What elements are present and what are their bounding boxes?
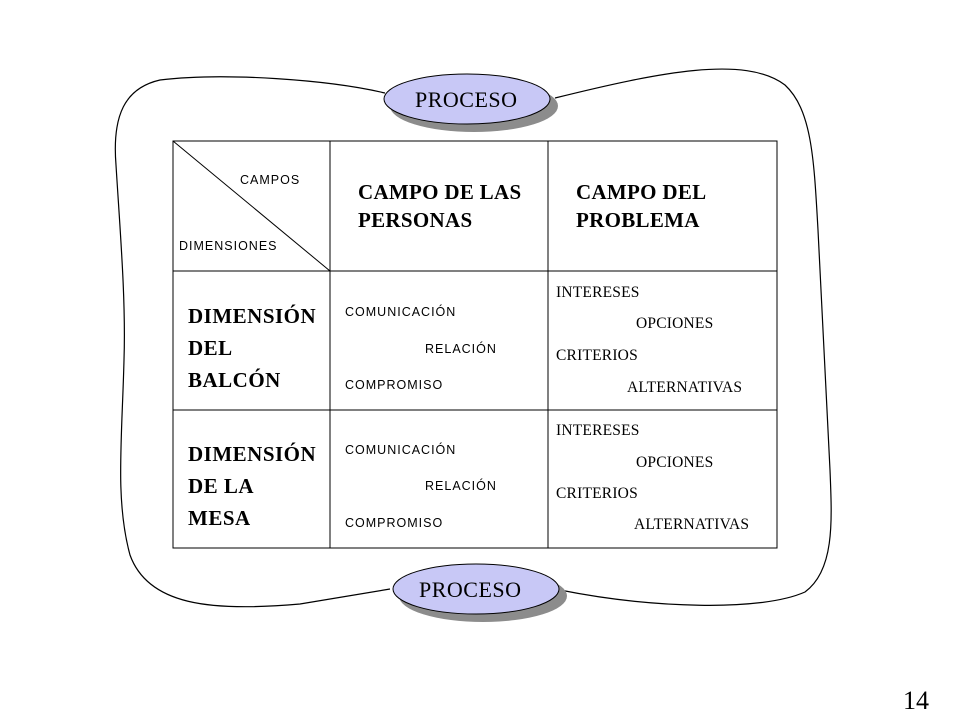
column-header-personas-line-2: PERSONAS	[358, 208, 473, 232]
row-header-balcon: DIMENSIÓN DEL BALCÓN	[188, 300, 316, 396]
proceso-bottom-shape	[392, 563, 567, 622]
row-header-balcon-line-1: DIMENSIÓN	[188, 304, 317, 328]
balcon-intereses: INTERESES	[556, 284, 640, 301]
mesa-relacion: RELACIÓN	[425, 479, 497, 493]
mesa-criterios: CRITERIOS	[556, 485, 638, 502]
row-header-mesa-line-3: MESA	[188, 506, 251, 530]
balcon-opciones: OPCIONES	[636, 315, 714, 332]
proceso-top-shape	[383, 73, 558, 132]
page-number: 14	[903, 686, 929, 715]
column-header-problema: CAMPO DEL PROBLEMA	[576, 178, 706, 234]
balcon-alternativas: ALTERNATIVAS	[627, 379, 743, 396]
process-loop	[114, 68, 832, 608]
matrix-frame	[172, 140, 778, 549]
balcon-compromiso: COMPROMISO	[345, 378, 444, 392]
proceso-bottom-label: PROCESO	[419, 577, 522, 602]
row-header-balcon-line-3: BALCÓN	[188, 368, 281, 392]
row-header-mesa: DIMENSIÓN DE LA MESA	[188, 438, 316, 534]
mesa-intereses: INTERESES	[556, 422, 640, 439]
mesa-alternativas: ALTERNATIVAS	[634, 516, 750, 533]
mesa-compromiso: COMPROMISO	[345, 516, 444, 530]
balcon-criterios: CRITERIOS	[556, 347, 638, 364]
row-header-mesa-line-2: DE LA	[188, 474, 255, 498]
row-header-mesa-line-1: DIMENSIÓN	[188, 442, 317, 466]
mesa-comunicacion: COMUNICACIÓN	[345, 443, 457, 457]
balcon-comunicacion: COMUNICACIÓN	[345, 305, 457, 319]
proceso-top-label: PROCESO	[415, 87, 518, 112]
mesa-opciones: OPCIONES	[636, 454, 714, 471]
row-header-balcon-line-2: DEL	[188, 336, 233, 360]
column-header-personas: CAMPO DE LAS PERSONAS	[358, 178, 521, 234]
column-header-problema-line-1: CAMPO DEL	[576, 180, 707, 204]
column-header-problema-line-2: PROBLEMA	[576, 208, 700, 232]
corner-dimensiones-label: DIMENSIONES	[179, 239, 278, 253]
corner-diagonal	[172, 140, 331, 272]
corner-campos-label: CAMPOS	[240, 173, 301, 187]
column-header-personas-line-1: CAMPO DE LAS	[358, 180, 522, 204]
balcon-relacion: RELACIÓN	[425, 342, 497, 356]
